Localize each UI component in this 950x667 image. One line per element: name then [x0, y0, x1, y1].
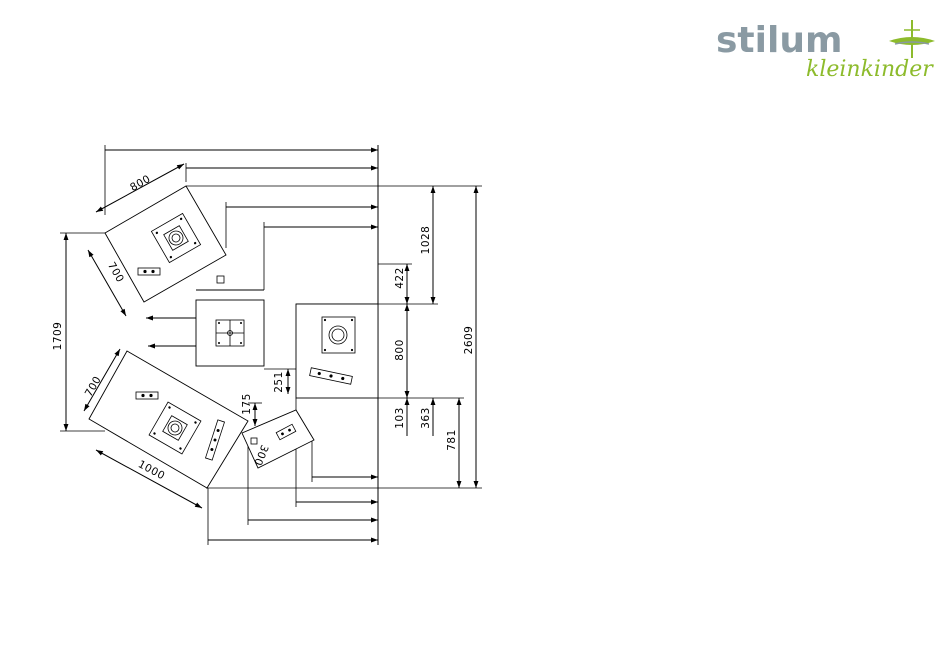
dim-2609: 2609 — [463, 326, 475, 355]
logo-brand-text: stilum — [716, 20, 842, 61]
dim-800-top: 800 — [128, 173, 153, 194]
dim-700-bottom: 700 — [83, 374, 104, 399]
bottom-left-plate: 700 1000 — [83, 349, 248, 508]
right-dimension-lines: 2609 1028 422 800 103 363 781 — [394, 186, 476, 488]
stilum-logo: stilum kleinkinder — [716, 20, 935, 82]
small-plate: 175 300 — [241, 393, 314, 468]
small-gap-dimension: 251 — [264, 369, 296, 394]
dim-781: 781 — [446, 429, 458, 451]
right-plate — [296, 304, 378, 398]
dim-1028: 1028 — [420, 226, 432, 255]
dim-363: 363 — [420, 407, 432, 429]
center-plate — [196, 300, 264, 366]
dim-251: 251 — [273, 371, 285, 393]
top-left-plate: 800 700 — [88, 164, 226, 316]
dim-175: 175 — [241, 393, 253, 415]
dim-1709: 1709 — [52, 322, 64, 351]
spinning-top-icon — [889, 20, 935, 58]
dim-422: 422 — [394, 267, 406, 289]
dim-800: 800 — [394, 339, 406, 361]
left-leader-arrows — [146, 318, 196, 346]
left-overall-dimension: 1709 — [52, 233, 105, 431]
dim-103: 103 — [394, 407, 406, 429]
logo-tagline-text: kleinkinder — [806, 57, 934, 82]
